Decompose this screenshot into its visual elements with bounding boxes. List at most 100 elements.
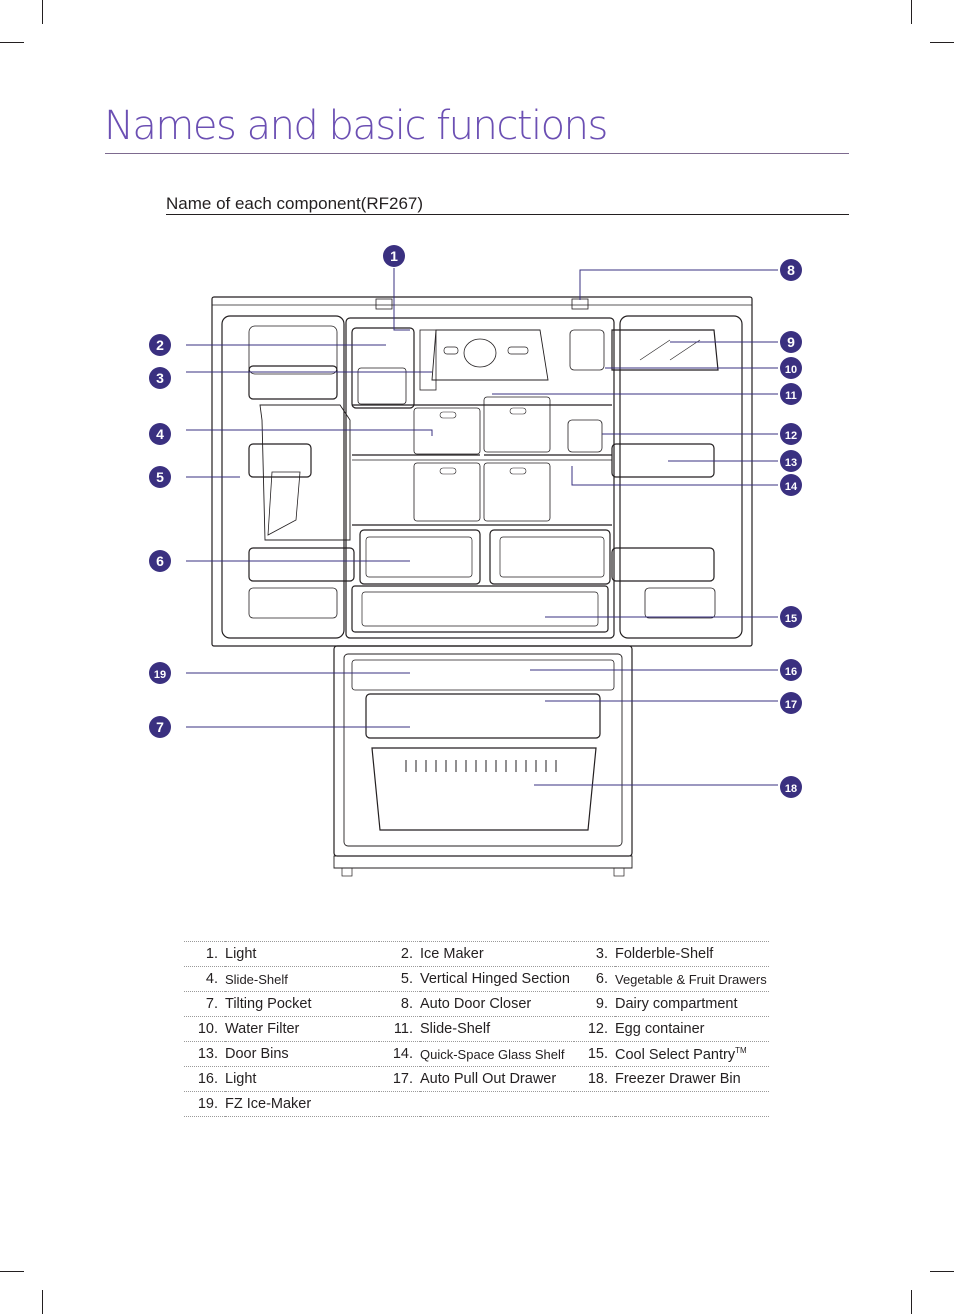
callout-9: 9	[780, 331, 802, 353]
callout-number: 3	[156, 370, 164, 386]
legend-number: 19.	[184, 1091, 225, 1117]
legend-label: Light	[225, 1066, 379, 1092]
callout-1: 1	[383, 245, 405, 267]
legend-number: 4.	[184, 966, 225, 992]
legend-label	[615, 1091, 769, 1117]
legend-number: 5.	[379, 966, 420, 992]
callout-number: 2	[156, 337, 164, 353]
crop-mark	[911, 1290, 912, 1314]
crop-mark	[930, 1271, 954, 1272]
legend-label: Quick-Space Glass Shelf	[420, 1041, 574, 1067]
callout-number: 10	[785, 364, 797, 376]
callout-number: 15	[785, 613, 797, 625]
legend-label: Tilting Pocket	[225, 991, 379, 1017]
callout-4: 4	[149, 423, 171, 445]
legend-label: Slide-Shelf	[420, 1016, 574, 1042]
legend-label: Folderble-Shelf	[615, 941, 769, 967]
legend-number	[574, 1091, 615, 1117]
legend-number: 14.	[379, 1041, 420, 1067]
callout-16: 16	[780, 659, 802, 681]
legend-label: Dairy compartment	[615, 991, 769, 1017]
freezer-body	[333, 645, 633, 857]
crop-mark	[0, 42, 24, 43]
legend-label: Vegetable & Fruit Drawers	[615, 966, 769, 992]
callout-number: 7	[156, 719, 164, 735]
callout-8: 8	[780, 259, 802, 281]
callout-number: 11	[785, 390, 797, 402]
fridge-cabinet	[345, 317, 615, 639]
callout-number: 17	[785, 699, 797, 711]
callout-13: 13	[780, 450, 802, 472]
callout-number: 18	[785, 783, 797, 795]
callout-5: 5	[149, 466, 171, 488]
legend-number: 13.	[184, 1041, 225, 1067]
legend-number: 3.	[574, 941, 615, 967]
legend-label: Egg container	[615, 1016, 769, 1042]
legend-number: 10.	[184, 1016, 225, 1042]
callout-number: 4	[156, 426, 164, 442]
callout-12: 12	[780, 423, 802, 445]
title-rule	[105, 153, 849, 154]
legend-number: 15.	[574, 1041, 615, 1067]
callout-17: 17	[780, 692, 802, 714]
fridge-body	[211, 296, 753, 647]
callout-number: 9	[787, 334, 795, 350]
trademark-mark: TM	[735, 1045, 747, 1055]
legend-number	[379, 1091, 420, 1117]
legend-label: Auto Door Closer	[420, 991, 574, 1017]
legend-label: Light	[225, 941, 379, 967]
crop-mark	[42, 1290, 43, 1314]
callout-10: 10	[780, 357, 802, 379]
legend-row: 19.FZ Ice-Maker	[184, 1091, 769, 1117]
callout-2: 2	[149, 334, 171, 356]
section-rule	[166, 214, 849, 215]
legend-label: Auto Pull Out Drawer	[420, 1066, 574, 1092]
callout-6: 6	[149, 550, 171, 572]
legend-label: Door Bins	[225, 1041, 379, 1067]
callout-number: 1	[390, 248, 398, 264]
callout-number: 19	[154, 669, 166, 681]
callout-18: 18	[780, 776, 802, 798]
section-heading: Name of each component(RF267)	[166, 194, 424, 213]
legend-label: Cool Select PantryTM	[615, 1041, 769, 1067]
callout-11: 11	[780, 383, 802, 405]
legend-number: 16.	[184, 1066, 225, 1092]
callout-14: 14	[780, 474, 802, 496]
callout-7: 7	[149, 716, 171, 738]
callout-number: 13	[785, 457, 797, 469]
legend-number: 9.	[574, 991, 615, 1017]
callout-number: 8	[787, 262, 795, 278]
legend-label: Slide-Shelf	[225, 966, 379, 992]
callout-number: 16	[785, 666, 797, 678]
legend-number: 18.	[574, 1066, 615, 1092]
legend-number: 1.	[184, 941, 225, 967]
legend-label: FZ Ice-Maker	[225, 1091, 379, 1117]
callout-number: 6	[156, 553, 164, 569]
legend-label: Water Filter	[225, 1016, 379, 1042]
callout-number: 12	[785, 430, 797, 442]
callout-19: 19	[149, 662, 171, 684]
callout-15: 15	[780, 606, 802, 628]
legend-number: 7.	[184, 991, 225, 1017]
legend-number: 8.	[379, 991, 420, 1017]
crop-mark	[42, 0, 43, 24]
crop-mark	[0, 1271, 24, 1272]
legend-number: 2.	[379, 941, 420, 967]
legend-number: 17.	[379, 1066, 420, 1092]
legend-number: 11.	[379, 1016, 420, 1042]
callout-number: 14	[785, 481, 798, 493]
callout-3: 3	[149, 367, 171, 389]
callout-number: 5	[156, 469, 164, 485]
legend-label: Ice Maker	[420, 941, 574, 967]
page-title: Names and basic functions	[104, 103, 608, 149]
legend-number: 6.	[574, 966, 615, 992]
legend-label	[420, 1091, 574, 1117]
